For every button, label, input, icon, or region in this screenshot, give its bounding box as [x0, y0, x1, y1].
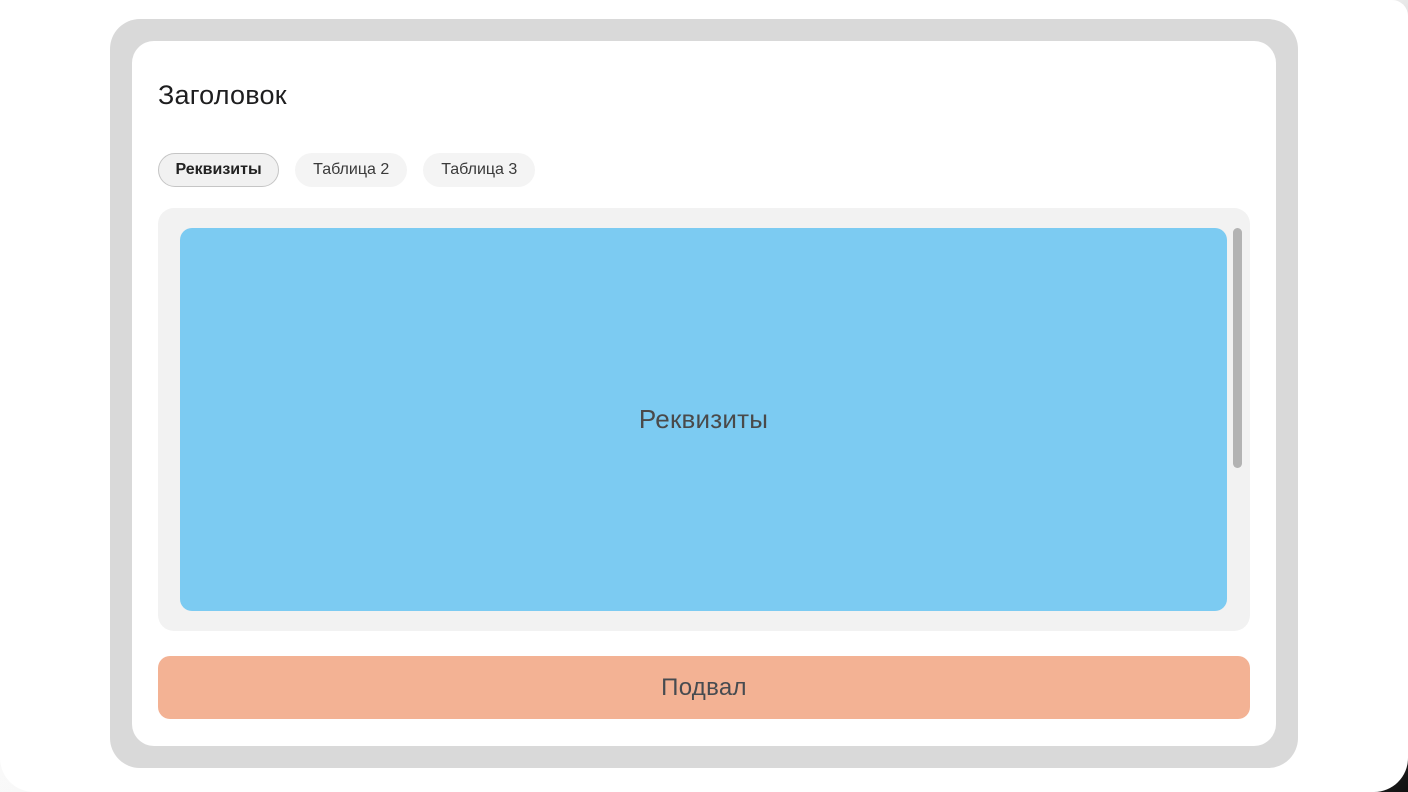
device-frame: Заголовок Реквизиты Таблица 2 Таблица 3 …: [110, 19, 1298, 768]
footer-label: Подвал: [661, 673, 747, 701]
tab-rekvizity[interactable]: Реквизиты: [158, 153, 280, 187]
scrollbar-thumb[interactable]: [1233, 228, 1242, 468]
content-placeholder: Реквизиты: [180, 228, 1227, 611]
footer-bar: Подвал: [158, 656, 1250, 719]
content-panel: Реквизиты: [158, 208, 1250, 631]
tab-bar: Реквизиты Таблица 2 Таблица 3: [158, 153, 1250, 187]
content-placeholder-label: Реквизиты: [638, 404, 769, 434]
tab-tablica-3[interactable]: Таблица 3: [423, 153, 536, 187]
tab-tablica-2[interactable]: Таблица 2: [295, 153, 408, 187]
page-title: Заголовок: [158, 80, 287, 110]
app-card: Заголовок Реквизиты Таблица 2 Таблица 3 …: [132, 41, 1276, 746]
